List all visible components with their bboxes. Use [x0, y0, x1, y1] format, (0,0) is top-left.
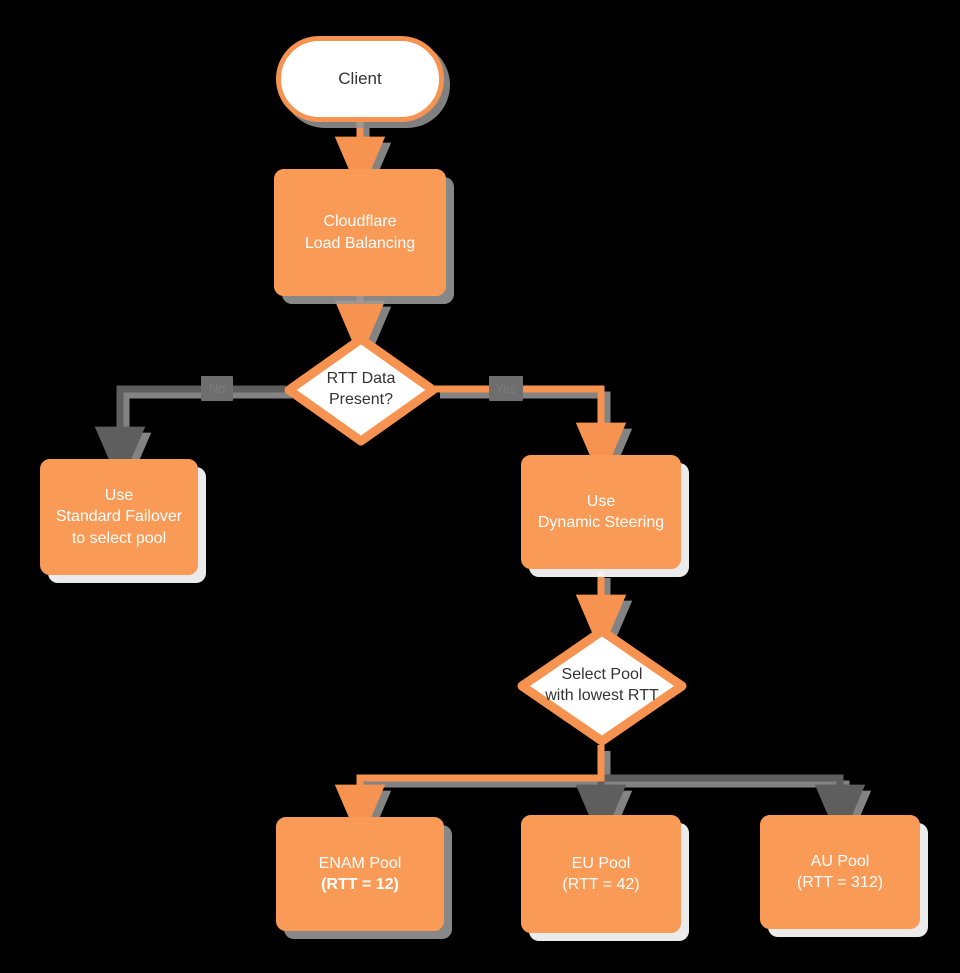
- edge-selpool-to-au: [601, 774, 866, 844]
- edge-label-no: No: [201, 376, 233, 401]
- node-dynamic-label-line2: Dynamic Steering: [537, 514, 665, 531]
- node-enam-pool[interactable]: ENAM Pool (RTT = 12): [276, 817, 444, 931]
- node-client-label: Client: [338, 68, 382, 88]
- node-cloudflare-load-balancing[interactable]: Cloudflare Load Balancing: [274, 169, 446, 296]
- node-failover-label-line3: to select pool: [71, 529, 167, 547]
- edge-shadows: [100, 128, 872, 850]
- node-clb-label-line2: Load Balancing: [304, 234, 416, 252]
- diamond-shape: [284, 334, 438, 446]
- node-failover-label-line2: Standard Failover: [55, 508, 183, 526]
- edge-label-no-text: No: [208, 381, 226, 396]
- diamond-shape: [517, 626, 687, 746]
- node-failover-label-line1: Use: [104, 487, 134, 505]
- node-au-label-line2: (RTT = 312): [796, 874, 884, 891]
- node-enam-label-line2: (RTT = 12): [321, 876, 399, 893]
- edge-label-yes: Yes: [489, 376, 523, 401]
- node-eu-label-line1: EU Pool: [571, 854, 631, 872]
- node-eu-pool[interactable]: EU Pool (RTT = 42): [521, 815, 681, 933]
- node-dynamic-steering[interactable]: Use Dynamic Steering: [521, 455, 681, 569]
- node-client[interactable]: Client: [276, 36, 444, 122]
- node-select-pool-lowest-rtt[interactable]: Select Pool with lowest RTT: [513, 622, 691, 750]
- node-standard-failover[interactable]: Use Standard Failover to select pool: [40, 459, 198, 575]
- node-au-pool[interactable]: AU Pool (RTT = 312): [760, 815, 920, 929]
- node-au-label-line1: AU Pool: [810, 852, 870, 870]
- node-rtt-data-present[interactable]: RTT Data Present?: [280, 330, 442, 450]
- node-eu-label-line2: (RTT = 42): [562, 876, 640, 893]
- edge-label-yes-text: Yes: [495, 381, 517, 396]
- node-clb-label-line1: Cloudflare: [323, 213, 397, 231]
- node-enam-label-line1: ENAM Pool: [318, 854, 402, 872]
- node-dynamic-label-line1: Use: [586, 492, 616, 510]
- edge-selpool-to-enam: [334, 745, 605, 844]
